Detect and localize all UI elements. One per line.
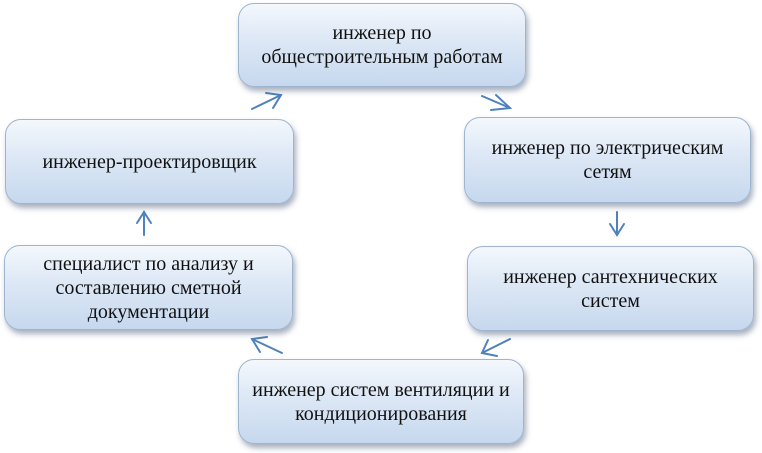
arrow-n1-to-n2 (481, 94, 513, 111)
node-design-engineer: инженер-проектировщик (5, 119, 294, 204)
node-label: инженер по электрическим сетям (491, 137, 724, 183)
node-plumbing-systems-engineer: инженер сантехнических систем (467, 246, 754, 331)
node-ventilation-ac-engineer: инженер систем вентиляции и кондициониро… (238, 359, 524, 444)
arrow-n5-to-n6 (136, 210, 152, 236)
node-label: специалист по анализу и составлению смет… (43, 252, 254, 323)
node-label: инженер сантехнических систем (503, 265, 718, 312)
arrow-n2-to-n3 (609, 211, 625, 237)
node-label: инженер систем вентиляции и кондициониро… (252, 378, 510, 425)
arrow-n4-to-n5 (250, 336, 283, 354)
node-label: инженер-проектировщик (42, 150, 257, 173)
node-estimate-specialist: специалист по анализу и составлению смет… (4, 245, 293, 330)
node-general-construction-engineer: инженер по общестроительным работам (238, 3, 526, 87)
arrow-n6-to-n1 (251, 92, 283, 110)
node-label: инженер по общестроительным работам (261, 22, 503, 68)
node-electrical-networks-engineer: инженер по электрическим сетям (464, 117, 751, 203)
arrow-n3-to-n4 (480, 338, 511, 357)
